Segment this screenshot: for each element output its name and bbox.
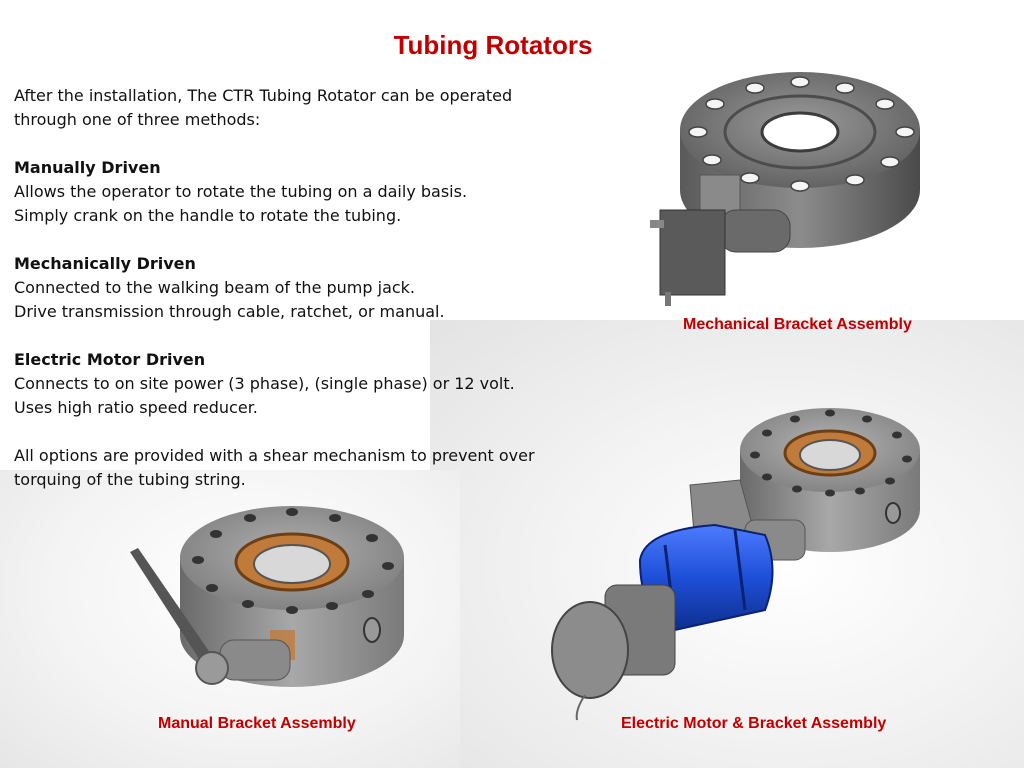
caption-electric: Electric Motor & Bracket Assembly: [621, 715, 887, 732]
method-line: Connects to on site power (3 phase), (si…: [14, 374, 515, 393]
method-line: Connected to the walking beam of the pum…: [14, 278, 416, 297]
mechanical-assembly-image: [640, 60, 940, 310]
description-text: After the installation, The CTR Tubing R…: [14, 84, 574, 492]
method-line: Drive transmission through cable, ratche…: [14, 302, 445, 321]
manual-assembly-image: [120, 490, 420, 715]
method-line: Allows the operator to rotate the tubing…: [14, 182, 468, 201]
method-heading-electric: Electric Motor Driven: [14, 350, 206, 369]
method-line: Uses high ratio speed reducer.: [14, 398, 258, 417]
method-heading-mechanical: Mechanically Driven: [14, 254, 196, 273]
method-line: Simply crank on the handle to rotate the…: [14, 206, 402, 225]
intro-paragraph: After the installation, The CTR Tubing R…: [14, 86, 513, 129]
method-heading-manual: Manually Driven: [14, 158, 161, 177]
caption-mechanical: Mechanical Bracket Assembly: [683, 316, 912, 333]
page-title: Tubing Rotators: [393, 30, 593, 60]
closing-paragraph: All options are provided with a shear me…: [14, 446, 535, 489]
electric-assembly-image: [545, 395, 935, 725]
caption-manual: Manual Bracket Assembly: [158, 715, 356, 732]
